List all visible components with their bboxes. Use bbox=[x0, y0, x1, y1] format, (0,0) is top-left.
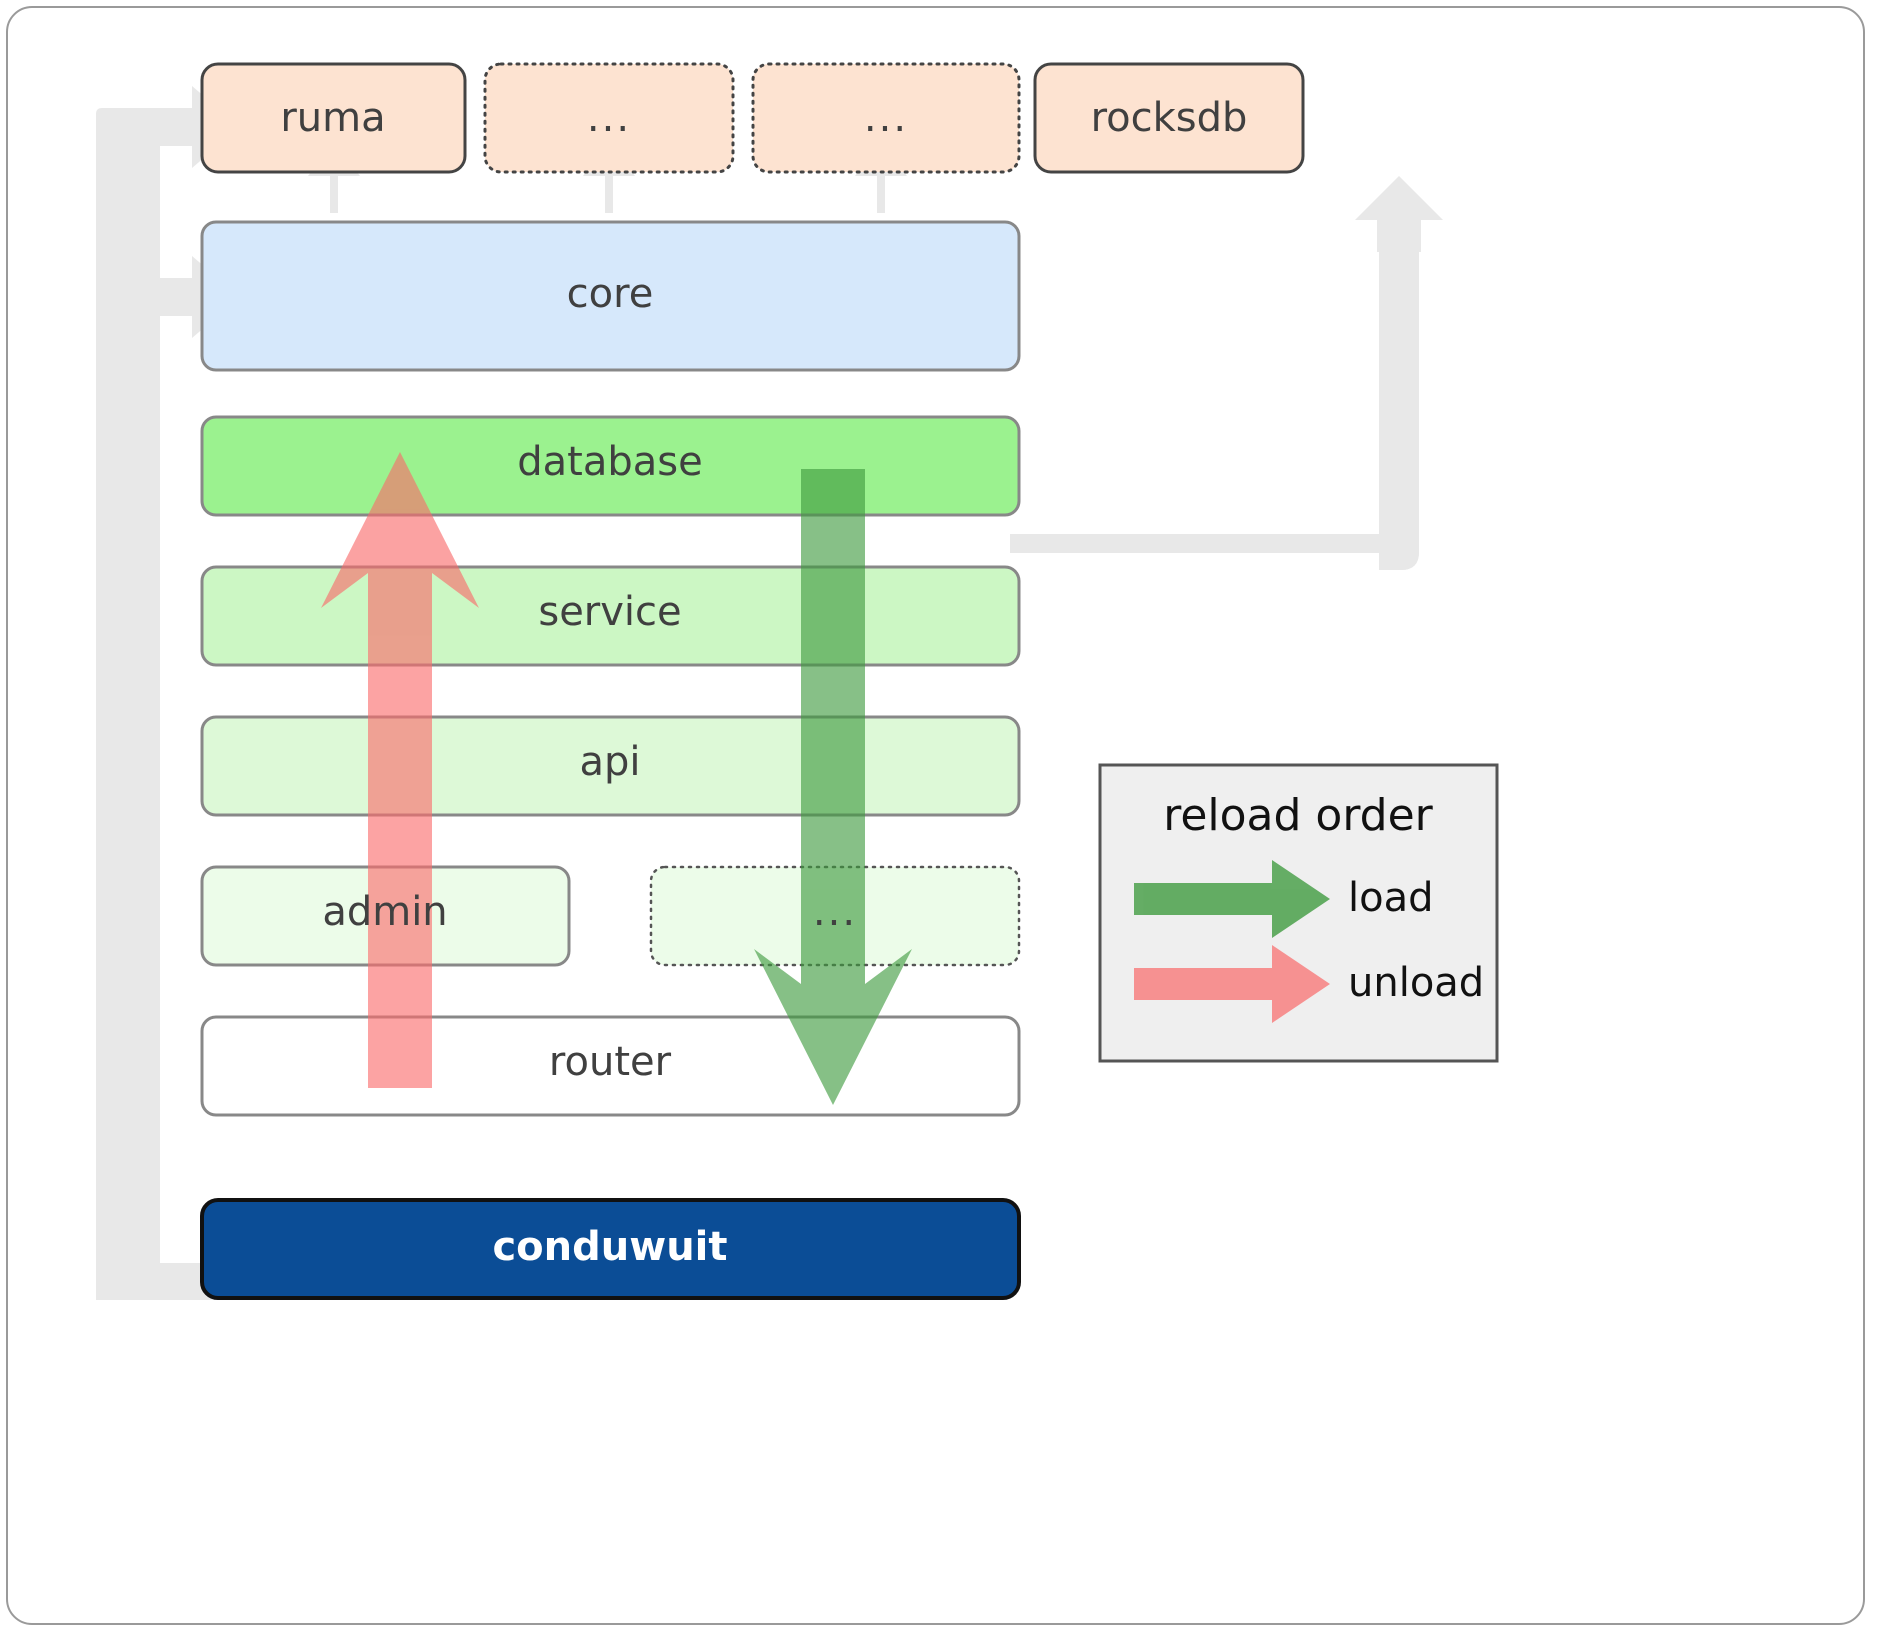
node-rocksdb-label: rocksdb bbox=[1091, 95, 1248, 141]
unload-flow-arrow bbox=[321, 452, 479, 1088]
node-ellipsis-2-label: ... bbox=[864, 95, 908, 141]
legend-panel: reload order load unload bbox=[1098, 763, 1499, 1063]
node-admin-label: admin bbox=[322, 889, 447, 935]
node-ruma-label: ruma bbox=[280, 95, 385, 141]
node-core-label: core bbox=[567, 271, 654, 317]
node-ellipsis-1-label: ... bbox=[587, 95, 631, 141]
legend-title: reload order bbox=[1163, 790, 1433, 841]
node-layer-ellipsis-label: ... bbox=[813, 889, 857, 935]
node-ellipsis-1[interactable]: ... bbox=[483, 62, 735, 174]
node-ruma[interactable]: ruma bbox=[200, 62, 467, 174]
node-router-label: router bbox=[549, 1039, 672, 1085]
database-to-rocksdb-connector bbox=[1010, 176, 1443, 570]
legend-item-unload-label: unload bbox=[1348, 960, 1484, 1006]
legend-item-load-label: load bbox=[1348, 875, 1434, 921]
node-core[interactable]: core bbox=[200, 220, 1021, 372]
node-service-label: service bbox=[538, 589, 681, 635]
node-conduwuit-label: conduwuit bbox=[492, 1224, 727, 1270]
legend-item-load: load bbox=[1134, 860, 1434, 938]
legend-item-unload: unload bbox=[1134, 945, 1484, 1023]
node-ellipsis-2[interactable]: ... bbox=[751, 62, 1021, 174]
node-api-label: api bbox=[579, 739, 640, 785]
node-rocksdb[interactable]: rocksdb bbox=[1033, 62, 1305, 174]
load-flow-arrow bbox=[754, 469, 912, 1105]
node-conduwuit[interactable]: conduwuit bbox=[200, 1198, 1021, 1300]
node-database-label: database bbox=[517, 439, 702, 485]
